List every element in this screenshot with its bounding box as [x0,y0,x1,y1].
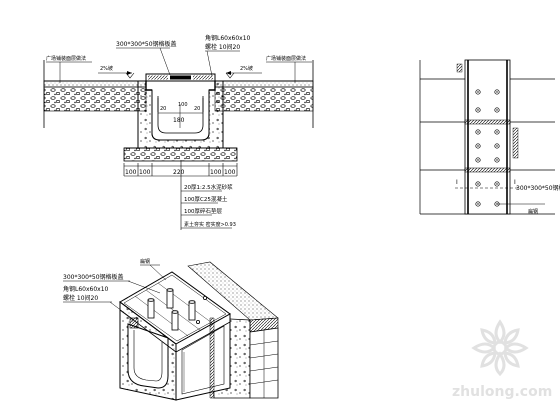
layer-soil: 素土夯实 密实度>0.93 [184,221,236,228]
section-view: 180 20 20 100 100 100 220 100 100 [43,34,314,230]
foundation-slab [123,147,238,162]
plan-bar-label: 扁钢 [528,208,538,215]
dim-wall-right: 20 [194,106,200,112]
watermark-text: zhulong.com [452,384,552,400]
dim-bottom-1: 100 [125,169,137,176]
iso-angle-label: 角钢L60x60x10 [63,285,109,293]
iso-grate-label: 300*300*50钢格板盖 [63,273,124,281]
isometric-view: 扁钢 300*300*50钢格板盖 角钢L60x60x10 螺栓 10间20 [63,258,279,401]
cut-mark-right: I [514,179,516,186]
svg-text:100: 100 [178,102,188,108]
dim-wall-left: 20 [160,106,166,112]
iso-top-label: 扁钢 [140,258,150,265]
iso-u-channel [127,323,169,389]
slope-right: 2%坡 [240,65,253,72]
pavement-left-label: 广场铺装面层做法 [46,55,86,62]
iso-bolt-label: 螺栓 10间20 [63,294,98,302]
cut-mark-left: I [456,179,458,186]
layer-concrete: 100厚C25混凝土 [184,195,228,203]
plan-view: I I 300*300*50钢格板盖 扁钢 [419,59,560,215]
section-angle-label: 角钢L60x60x10 [205,34,251,42]
layer-mortar: 20厚1:2.5水泥砂浆 [184,183,233,191]
dim-inner-180: 180 [173,117,185,124]
pavement-right-label: 广场铺装面层做法 [266,55,306,62]
dim-bottom-3: 220 [173,169,185,176]
plan-channel [464,59,511,215]
slope-left: 2%坡 [100,65,113,72]
dim-bottom-4: 100 [210,169,222,176]
dim-bottom-2: 100 [139,169,151,176]
layer-gravel: 100厚碎石垫层 [184,207,222,215]
dim-bottom-5: 100 [224,169,236,176]
iso-bolts [147,288,207,331]
section-grate-label: 300*300*50钢格板盖 [116,40,177,48]
section-bolt-label: 螺栓 10间20 [205,43,240,51]
plan-grate-label: 300*300*50钢格板盖 [516,184,560,192]
watermark: zhulong.com [452,319,552,400]
